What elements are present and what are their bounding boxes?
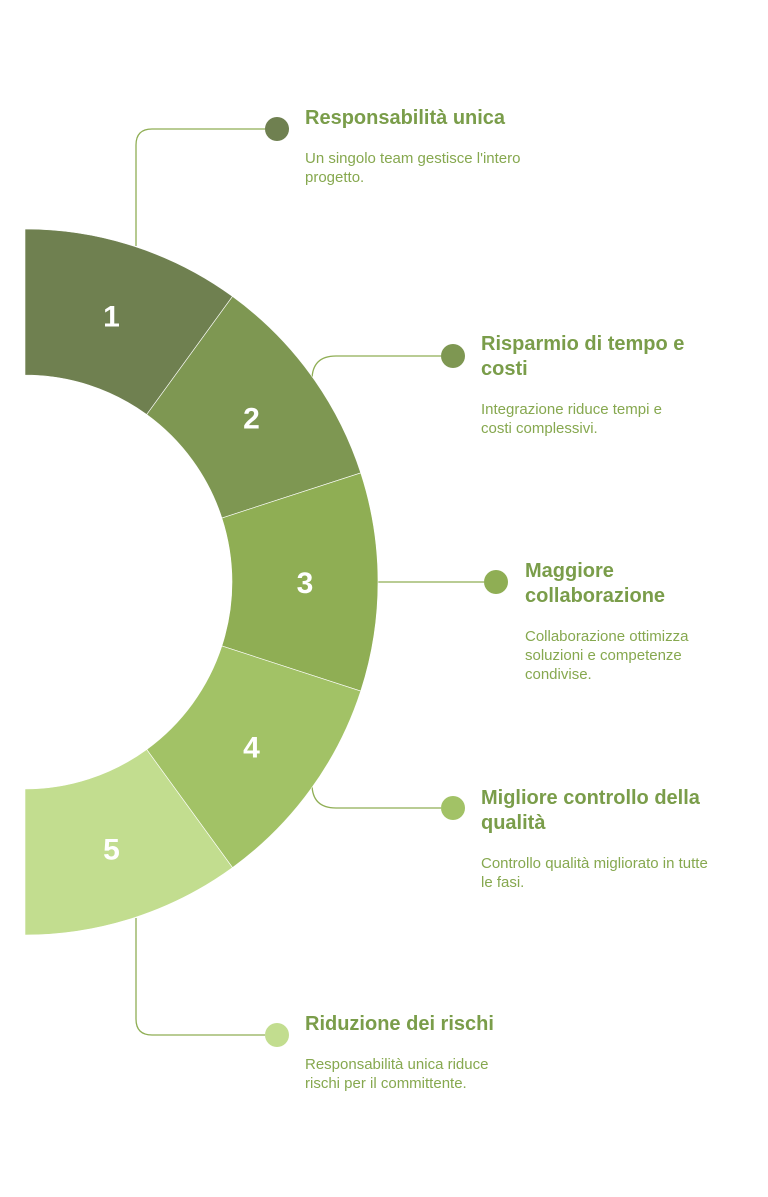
item-title: Responsabilità unica [305, 107, 506, 129]
segment-number-2: 2 [243, 402, 260, 435]
connector-dot-4 [441, 796, 465, 820]
connector-line-5 [135, 918, 265, 1036]
item-title: Risparmio di tempo e costi [481, 333, 685, 380]
connector-line-1 [135, 128, 265, 246]
ring-segment-5 [24, 749, 233, 936]
item-riduzione-rischi: Riduzione dei rischi Responsabilità unic… [305, 1012, 495, 1093]
segment-number-5: 5 [103, 833, 120, 866]
item-maggiore-collaborazione: Maggiore collaborazione Collaborazione o… [525, 559, 735, 684]
item-risparmio-tempo-costi: Risparmio di tempo e costi Integrazione … [481, 332, 696, 438]
segment-number-1: 1 [103, 301, 120, 334]
connector-dot-3 [484, 570, 508, 594]
item-migliore-controllo-qualita: Migliore controllo della qualità Control… [481, 786, 711, 892]
connector-line-4 [311, 783, 441, 809]
segment-number-4: 4 [243, 732, 260, 765]
segment-number-3: 3 [297, 567, 314, 600]
connector-dot-1 [265, 117, 289, 141]
item-responsabilita-unica: Responsabilità unica Un singolo team ges… [305, 106, 535, 187]
item-title: Riduzione dei rischi [305, 1013, 494, 1035]
item-title: Maggiore collaborazione [525, 560, 666, 607]
item-description: Collaborazione ottimizza soluzioni e com… [525, 628, 689, 683]
item-description: Controllo qualità migliorato in tutte le… [481, 855, 708, 891]
item-description: Responsabilità unica riduce rischi per i… [305, 1056, 489, 1092]
item-title: Migliore controllo della qualità [481, 787, 700, 834]
connector-dot-2 [441, 344, 465, 368]
item-description: Un singolo team gestisce l'intero proget… [305, 150, 521, 186]
item-description: Integrazione riduce tempi e costi comple… [481, 401, 662, 437]
connector-dot-5 [265, 1023, 289, 1047]
connector-line-2 [311, 355, 441, 381]
